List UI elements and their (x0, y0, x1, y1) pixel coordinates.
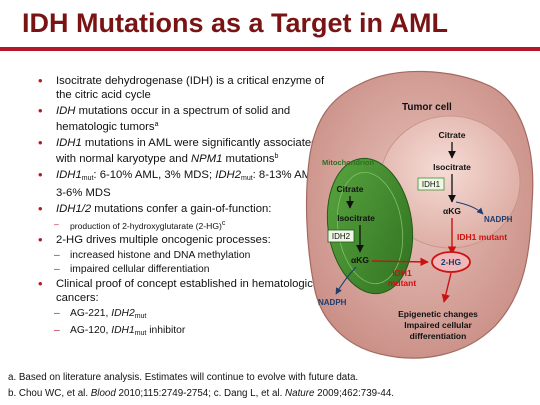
subbullet-methylation: increased histone and DNA methylation (36, 249, 332, 262)
bullet-gain-of-function: IDH1/2 mutations confer a gain-of-functi… (36, 202, 332, 216)
outcome-epigenetic: Epigenetic changes (398, 309, 478, 319)
idh2-enzyme-label: IDH2 (332, 232, 351, 241)
isocitrate-cyto-label: Isocitrate (433, 162, 471, 172)
akg-cyto-label: αKG (443, 206, 461, 216)
two-hg-label: 2-HG (441, 257, 462, 267)
bullet-list: Isocitrate dehydrogenase (IDH) is a crit… (36, 74, 332, 341)
bullet-proof-of-concept: Clinical proof of concept established in… (36, 277, 332, 305)
bullet-frequency: IDH1mut: 6-10% AML, 3% MDS; IDH2mut: 8-1… (36, 168, 332, 200)
idh1-enzyme-label: IDH1 (422, 180, 441, 189)
outcome-differentiation: differentiation (410, 331, 467, 341)
footnote-a: a. Based on literature analysis. Estimat… (8, 372, 359, 383)
arrow-nadph-cyto (455, 201, 484, 215)
subbullet-ag120: AG-120, IDH1mut inhibitor (36, 324, 332, 340)
subbullet-2hg-production: production of 2-hydroxyglutarate (2-HG)c (36, 218, 332, 232)
nadph-cyto-label: NADPH (484, 215, 513, 224)
bullet-2hg-drives: 2-HG drives multiple oncogenic processes… (36, 233, 332, 247)
bullet-idh1-karyotype: IDH1 mutations in AML were significantly… (36, 136, 332, 166)
idh1-mutant-2-line1: IDH1 (392, 268, 412, 278)
subbullet-differentiation: impaired cellular differentiation (36, 263, 332, 276)
footnote-b: b. Chou WC, et al. Blood 2010;115:2749-2… (8, 388, 394, 399)
mitochondrion-label: Mitochondrion (322, 158, 374, 167)
citrate-cyto-label: Citrate (439, 130, 466, 140)
bullet-idh-tumors: IDH mutations occur in a spectrum of sol… (36, 104, 332, 134)
akg-mito-label: αKG (351, 255, 369, 265)
idh1-enzyme-box (417, 177, 445, 191)
citrate-mito-label: Citrate (337, 184, 364, 194)
idh1-mutant-label: IDH1 mutant (457, 232, 507, 242)
isocitrate-mito-label: Isocitrate (337, 213, 375, 223)
bullet-idh-enzyme: Isocitrate dehydrogenase (IDH) is a crit… (36, 74, 332, 102)
idh2-enzyme-box (327, 229, 355, 243)
title-underline-bar (0, 47, 540, 51)
arrow-2hg-outcomes (441, 272, 452, 303)
arrow-nadph-mito (335, 266, 357, 295)
idh1-mutant-2-line2: mutant (388, 278, 417, 288)
outcome-impaired: Impaired cellular (404, 320, 472, 330)
nadph-mito-label: NADPH (318, 298, 347, 307)
slide-title: IDH Mutations as a Target in AML (22, 8, 449, 38)
idh-pathway-diagram: Tumor cell Citrate Isocitrate IDH1 αKG N… (305, 70, 534, 359)
subbullet-ag221: AG-221, IDH2mut (36, 307, 332, 323)
arrow-akg-2hg-mito (371, 257, 429, 267)
two-hg-node (431, 251, 471, 273)
tumor-cell-label: Tumor cell (402, 102, 452, 113)
